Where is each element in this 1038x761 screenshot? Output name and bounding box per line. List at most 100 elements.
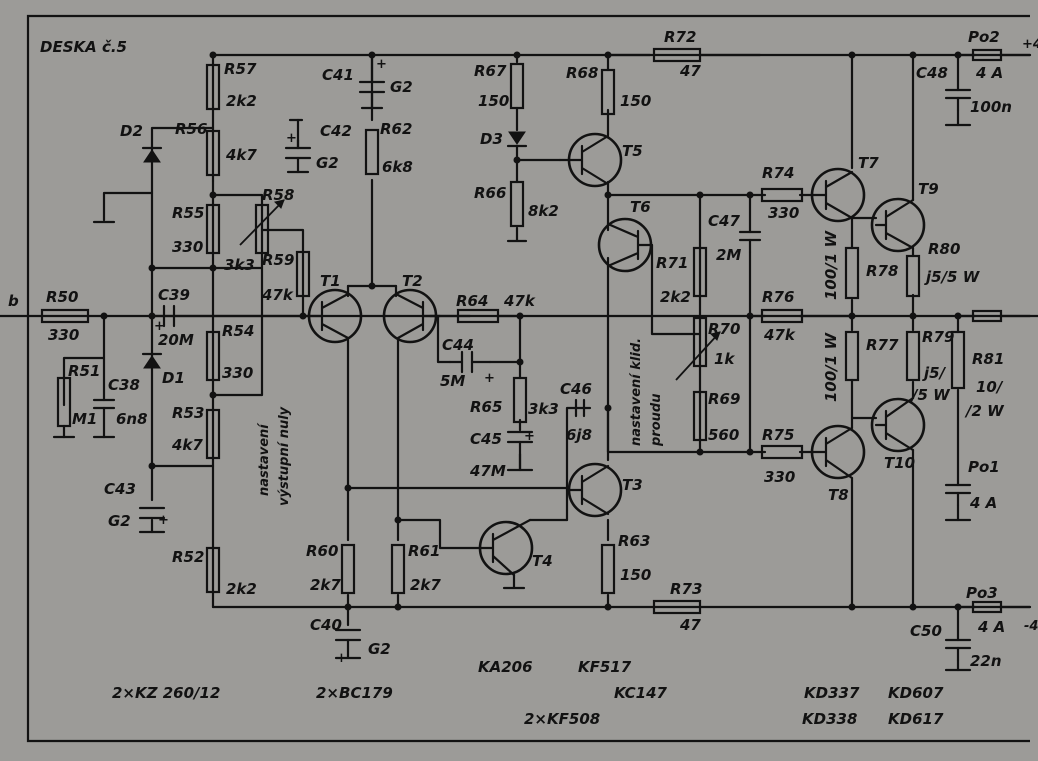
label-c43: C43 [104, 480, 136, 498]
value-r79: j5/ [922, 364, 947, 382]
label-c41: C41 [322, 66, 354, 84]
label-t1: T1 [320, 272, 341, 290]
label-r50: R50 [46, 288, 78, 306]
value-r81-b: /2 W [964, 402, 1005, 420]
value-c46: 6j8 [566, 426, 592, 444]
label-r64: R64 [456, 292, 488, 310]
value-r70: 1k [714, 350, 735, 368]
value-r56: 4k7 [225, 146, 257, 164]
label-po1: Po2 [968, 28, 1000, 46]
label-r79: R79 [922, 328, 954, 346]
label-r77: R77 [866, 336, 899, 354]
annotation-zero-adjust-1: nastavení [257, 422, 272, 496]
value-r51: M1 [72, 410, 97, 428]
label-r81: R81 [972, 350, 1004, 368]
value-r76: 47k [763, 326, 796, 344]
junction-dots [100, 51, 962, 611]
label-t5: T5 [622, 142, 643, 160]
label-po2: Po3 [966, 584, 998, 602]
label-r55: R55 [172, 204, 204, 222]
label-r56: R56 [175, 120, 207, 138]
annotation-quiescent-2: proudu [649, 394, 664, 447]
value-c47: 2M [716, 246, 741, 264]
part-ka206: KA206 [478, 658, 533, 676]
label-c48: C50 [910, 622, 942, 640]
label-r62: R62 [380, 120, 412, 138]
label-r71: R71 [656, 254, 688, 272]
board-title: DESKA č.5 [40, 38, 127, 56]
value-r59-b: 47k [261, 286, 294, 304]
label-r63: R63 [618, 532, 650, 550]
plus-mark: + [154, 319, 165, 334]
label-c44: C44 [442, 336, 474, 354]
label-r57: R57 [224, 60, 257, 78]
label-r53: R53 [172, 404, 204, 422]
plus-mark: + [524, 429, 535, 444]
labels: DESKA č.5 b +4 -4 R57 2k2 C41 G2 R56 4k7… [8, 28, 1038, 728]
label-r76: R76 [762, 288, 794, 306]
resistor-bodies-horizontal [40, 47, 804, 615]
value-r66: 8k2 [528, 202, 559, 220]
value-r61: 2k7 [410, 576, 441, 594]
value-r75: 330 [764, 468, 795, 486]
plus-mark: + [158, 513, 169, 528]
label-r61: R61 [408, 542, 440, 560]
value-c48: 22n [970, 652, 1002, 670]
label-c50: Po1 [968, 458, 1000, 476]
value-r68: 150 [620, 92, 651, 110]
label-t10: T10 [884, 454, 915, 472]
value-r72: 47 [679, 62, 701, 80]
value-r67: 150 [478, 92, 509, 110]
part-kd617: KD617 [888, 710, 944, 728]
label-c46: C46 [560, 380, 592, 398]
label-d2: D2 [120, 122, 143, 140]
label-c42: C42 [320, 122, 352, 140]
value-po1: 4 A [975, 64, 1003, 82]
value-r55: 330 [172, 238, 203, 256]
value-po2: 4 A [977, 618, 1005, 636]
label-r58: R58 [262, 186, 294, 204]
label-t3: T3 [622, 476, 643, 494]
value-r53: 4k7 [171, 436, 203, 454]
label-r75: R75 [762, 426, 794, 444]
label-t7: T7 [858, 154, 879, 172]
label-r65: R65 [470, 398, 502, 416]
part-kd337: KD337 [804, 684, 860, 702]
label-r68: R68 [566, 64, 598, 82]
value-r79-b: /5 W [910, 386, 951, 404]
diodes [141, 131, 528, 369]
label-r74: R74 [762, 164, 794, 182]
label-r80: R80 [928, 240, 960, 258]
label-c47: C47 [708, 212, 740, 230]
value-r78: 100/1 W [822, 230, 840, 300]
value-c43: G2 [108, 512, 131, 530]
label-c39: C39 [158, 286, 190, 304]
value-c40: G2 [368, 640, 391, 658]
value-r50: 330 [48, 326, 79, 344]
plus-mark: + [376, 57, 387, 72]
value-r65: 3k3 [528, 400, 559, 418]
label-c40: C40 [310, 616, 342, 634]
annotation-zero-adjust-2: výstupní nuly [277, 406, 292, 506]
value-c45: 47M [469, 462, 506, 480]
part-bc179: 2×BC179 [316, 684, 393, 702]
value-r60: 2k7 [310, 576, 341, 594]
value-c41: G2 [390, 78, 413, 96]
part-kf508: 2×KF508 [524, 710, 600, 728]
capacitors [52, 66, 972, 662]
value-r57: 2k2 [226, 92, 257, 110]
fuses [971, 48, 1003, 614]
plus-rail-label: +4 [1022, 37, 1038, 52]
value-r54: 330 [222, 364, 253, 382]
label-t8: T8 [828, 486, 849, 504]
label-t2: T2 [402, 272, 423, 290]
label-c38: C38 [108, 376, 140, 394]
label-d3: D3 [480, 130, 503, 148]
label-r66: R66 [474, 184, 506, 202]
label-d1: D1 [162, 369, 185, 387]
value-c50: 4 A [969, 494, 997, 512]
value-r69: 560 [708, 426, 739, 444]
value-c49: 100n [970, 98, 1012, 116]
value-c42: G2 [316, 154, 339, 172]
label-r60: R60 [306, 542, 338, 560]
